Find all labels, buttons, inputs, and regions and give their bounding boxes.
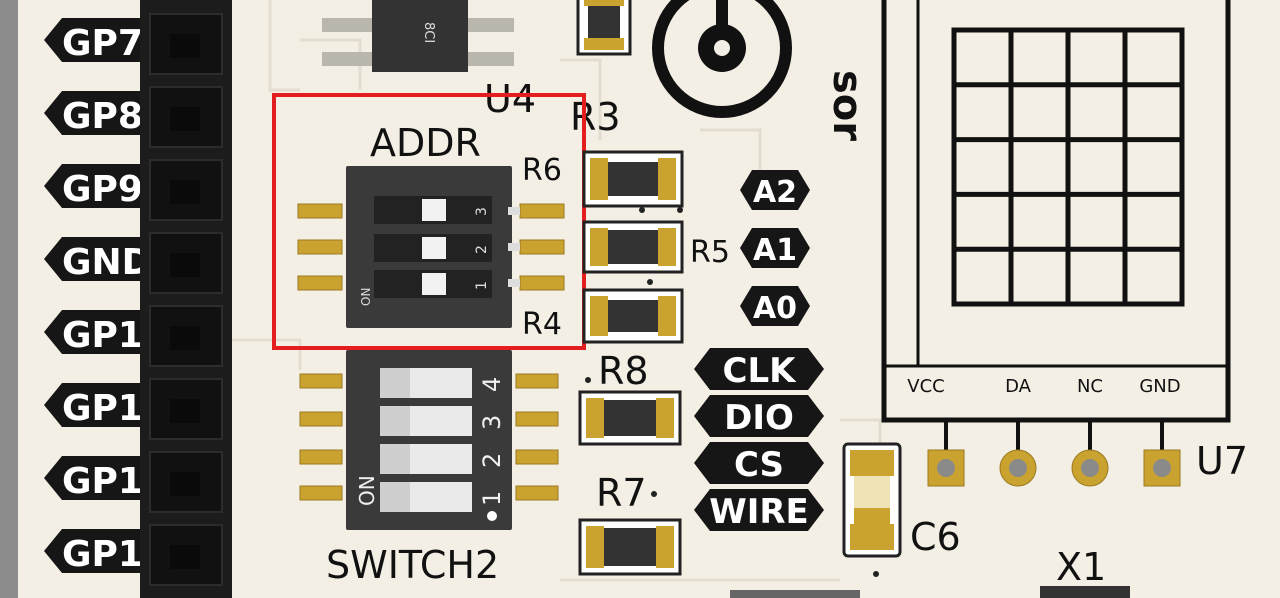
signal-tag-clk: CLK: [694, 348, 824, 391]
gpio-label-gp8: GP8: [44, 91, 150, 137]
label-addr: ADDR: [370, 121, 481, 165]
signal-tag-text: CLK: [723, 351, 798, 391]
signal-tag-dio: DIO: [694, 395, 824, 438]
addr-switch-3-lever[interactable]: [422, 199, 446, 221]
dip-switch-2: 4 3 2 1 ON: [299, 350, 559, 530]
label-r6: R6: [522, 153, 562, 188]
addr-pos-1: 1: [474, 281, 490, 290]
matrix-pin-label: VCC: [907, 376, 944, 397]
switch2-pos-2: 2: [478, 453, 506, 468]
switch2-on-label: ON: [355, 475, 379, 506]
matrix-pins: VCC DA NC GND: [907, 376, 1181, 487]
gpio-label-gp13: GP13: [44, 529, 168, 575]
label-r5: R5: [690, 235, 730, 270]
label-u4: U4: [484, 77, 536, 121]
matrix-grid: [951, 27, 1185, 307]
address-tag-text: A2: [753, 175, 797, 210]
gpio-label-text: GP9: [62, 169, 143, 210]
vias: [585, 207, 879, 577]
switch2-pos-4: 4: [478, 377, 506, 392]
label-r8: R8: [598, 349, 649, 393]
signal-tag-text: WIRE: [709, 492, 809, 532]
ic-u4: 8CI: [322, 0, 514, 72]
matrix-pin-label: DA: [1005, 376, 1032, 397]
matrix-pin-label: NC: [1077, 376, 1103, 397]
sensor-label-fragment: sor: [824, 70, 870, 141]
header-pins: [149, 13, 223, 586]
addr-switch-2-lever[interactable]: [422, 237, 446, 259]
gpio-label-text: GND: [62, 242, 152, 283]
gpio-label-gp9: GP9: [44, 164, 150, 210]
matrix-pin-gnd: GND: [1139, 376, 1181, 487]
capacitor-c6: [842, 442, 902, 558]
resistor-stack-r6-r5-r4: [582, 150, 684, 344]
switch2-pos-3: 3: [478, 415, 506, 430]
address-tag-a1: A1: [740, 228, 810, 268]
led-matrix-module: [881, 0, 1231, 423]
sensor-symbol: [652, 0, 792, 118]
bottom-component: [730, 590, 860, 598]
label-r7: R7: [596, 471, 647, 515]
signal-tags: CLK DIO CS WIRE: [694, 348, 824, 532]
addr-on-label: ON: [359, 288, 373, 306]
address-tag-a2: A2: [740, 170, 810, 210]
address-tag-text: A1: [753, 233, 797, 268]
signal-tag-text: DIO: [724, 398, 794, 438]
addr-switch-1-lever[interactable]: [422, 273, 446, 295]
matrix-pin-label: GND: [1139, 376, 1180, 397]
pcb-traces: [230, 0, 882, 582]
gpio-label-gp7: GP7: [44, 18, 150, 64]
label-c6: C6: [910, 515, 961, 559]
switch2-pos-1: 1: [478, 491, 506, 506]
signal-tag-wire: WIRE: [694, 489, 824, 532]
signal-tag-text: CS: [734, 445, 784, 485]
dip-switch-addr: 3 2 1 ON: [297, 166, 565, 328]
matrix-pin-nc: NC: [1071, 376, 1109, 487]
resistor-r8: [578, 390, 682, 446]
label-x1: X1: [1056, 545, 1106, 589]
crystal-x1: [1040, 586, 1130, 598]
signal-tag-cs: CS: [694, 442, 824, 485]
label-switch2: SWITCH2: [326, 543, 499, 587]
gpio-label-text: GP8: [62, 96, 143, 137]
matrix-pin-vcc: VCC: [907, 376, 965, 487]
resistor-r3: [576, 0, 632, 56]
address-tag-text: A0: [753, 291, 797, 326]
address-tag-a0: A0: [740, 286, 810, 326]
matrix-pin-da: DA: [999, 376, 1037, 487]
ic-marking: 8CI: [421, 22, 436, 43]
gpio-label-gnd: GND: [44, 237, 152, 283]
gpio-label-text: GP7: [62, 23, 143, 64]
label-r4: R4: [522, 307, 562, 342]
resistor-r7: [578, 518, 682, 576]
label-r3: R3: [570, 95, 621, 139]
addr-pos-3: 3: [474, 207, 490, 216]
label-u7: U7: [1196, 439, 1248, 483]
addr-pos-2: 2: [474, 245, 490, 254]
